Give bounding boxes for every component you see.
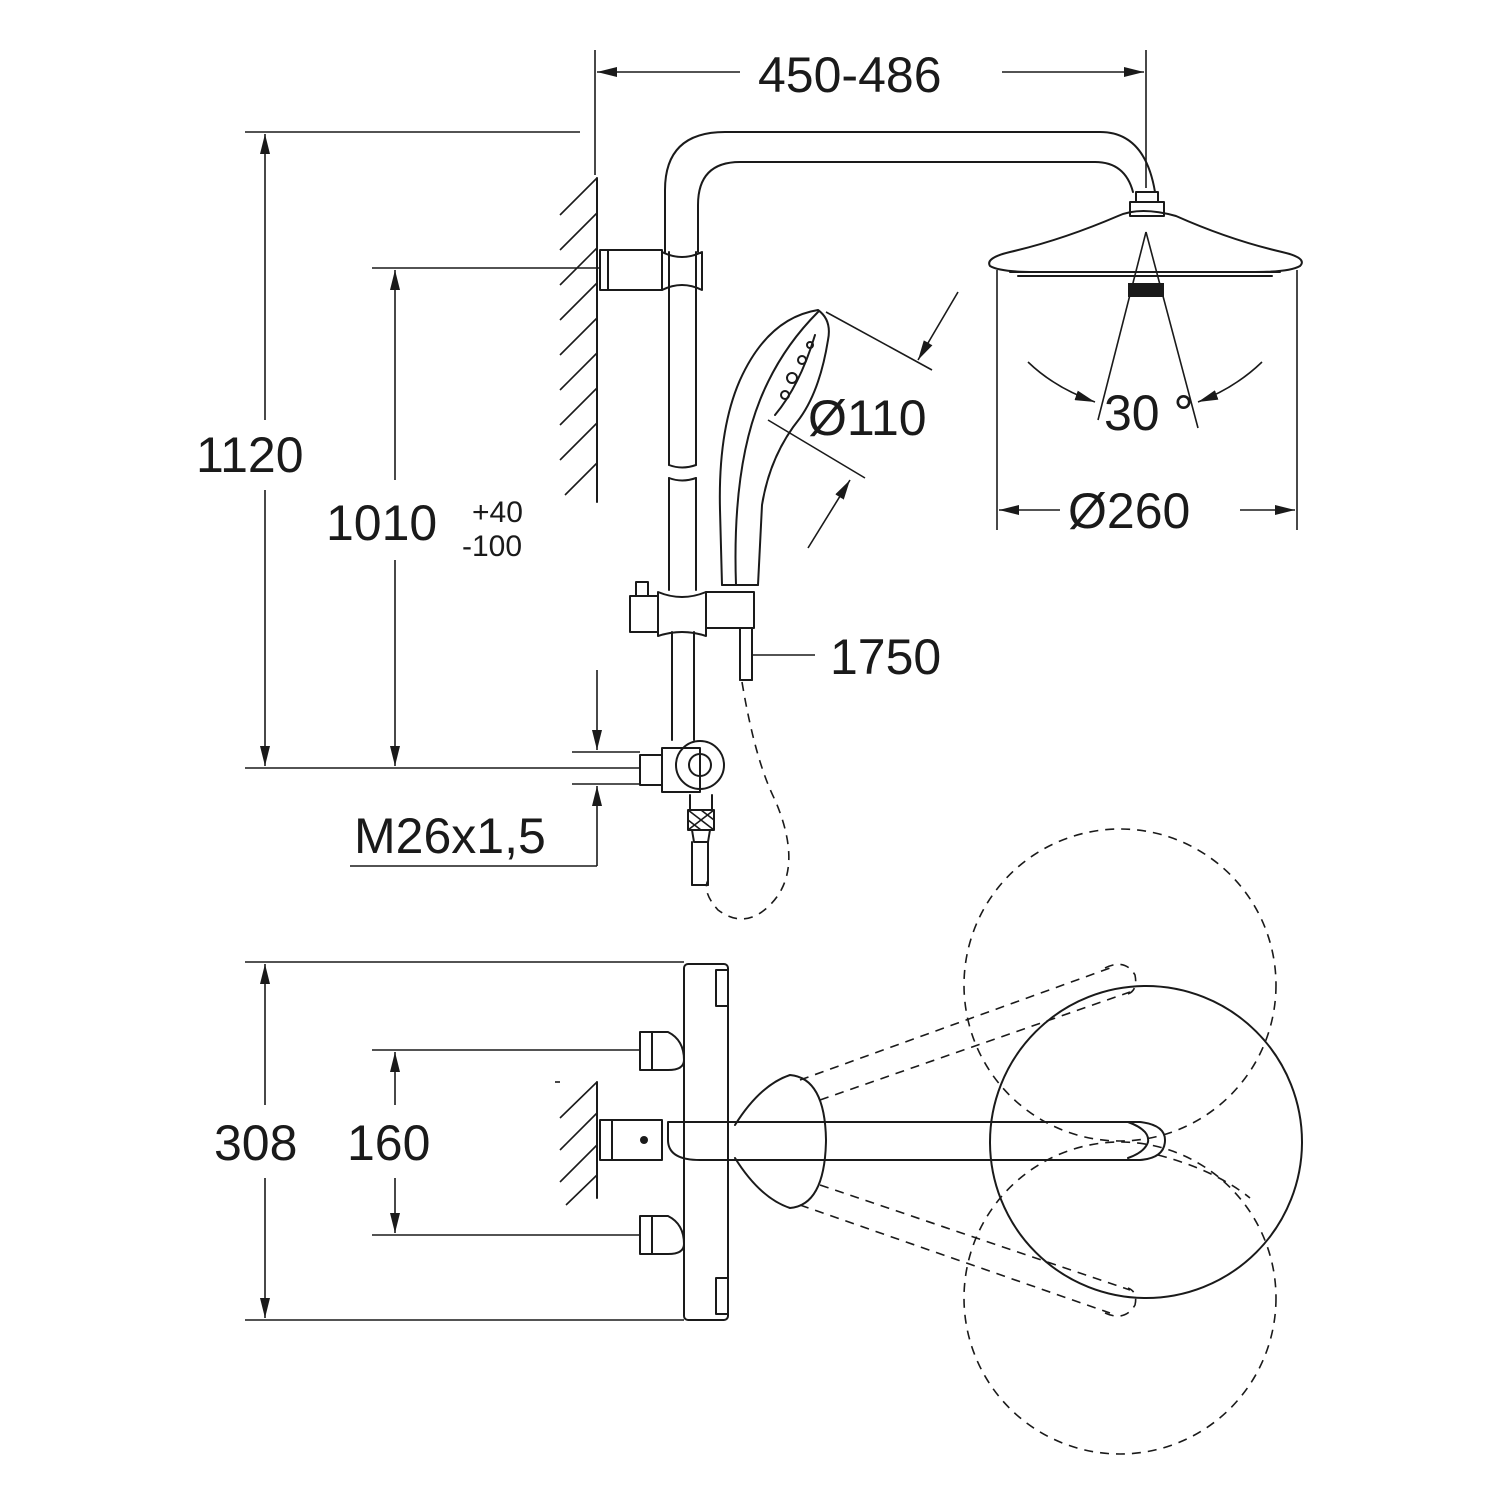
tolerance-minus-label: -100 <box>462 530 522 563</box>
dimension-head-shower-diameter: Ø260 <box>996 270 1298 539</box>
top-view: 308 160 <box>214 828 1303 1455</box>
wall-hatching-front <box>559 177 598 503</box>
swivel-positions-dashed <box>799 828 1277 1455</box>
dimension-adjustable-height: 1010 +40 -100 <box>326 267 600 766</box>
thermostat-mixer-body <box>599 963 729 1321</box>
wall-hatching-top <box>555 1081 598 1206</box>
hose-length-label: 1750 <box>830 629 941 685</box>
dimension-arm-width: 450-486 <box>594 47 1147 188</box>
dimension-inlet-spacing: 160 <box>347 1049 640 1236</box>
diverter-connection <box>639 740 725 886</box>
total-height-label: 1120 <box>196 427 304 483</box>
arm-width-label: 450-486 <box>758 47 942 103</box>
dimension-hand-shower-diameter: Ø110 <box>767 291 959 549</box>
slider-holder <box>629 581 755 681</box>
dimension-thread: M26x1,5 <box>350 670 640 867</box>
front-view: Ø110 1750 <box>196 47 1303 920</box>
shower-hose: 1750 <box>705 629 941 920</box>
shower-arm-top <box>667 1121 1166 1161</box>
hand-shower-diameter-label: Ø110 <box>808 390 927 446</box>
head-shower-top <box>989 985 1303 1299</box>
inlet-spacing-label: 160 <box>347 1115 430 1171</box>
dimension-spray-angle: 30 ° <box>1027 231 1263 441</box>
dimension-total-height: 1120 <box>196 131 640 769</box>
adjustable-height-label: 1010 <box>326 495 437 551</box>
hand-shower <box>718 309 830 586</box>
hand-shower-top <box>734 1074 827 1209</box>
spray-angle-label: 30 ° <box>1104 385 1194 441</box>
head-shower-diameter-label: Ø260 <box>1068 483 1190 539</box>
tolerance-plus-label: +40 <box>472 496 523 529</box>
wall-bracket-top <box>599 249 703 291</box>
dimension-mixer-depth: 308 <box>214 961 684 1321</box>
head-shower <box>988 191 1303 297</box>
thread-label: M26x1,5 <box>354 808 546 864</box>
mixer-depth-label: 308 <box>214 1115 297 1171</box>
